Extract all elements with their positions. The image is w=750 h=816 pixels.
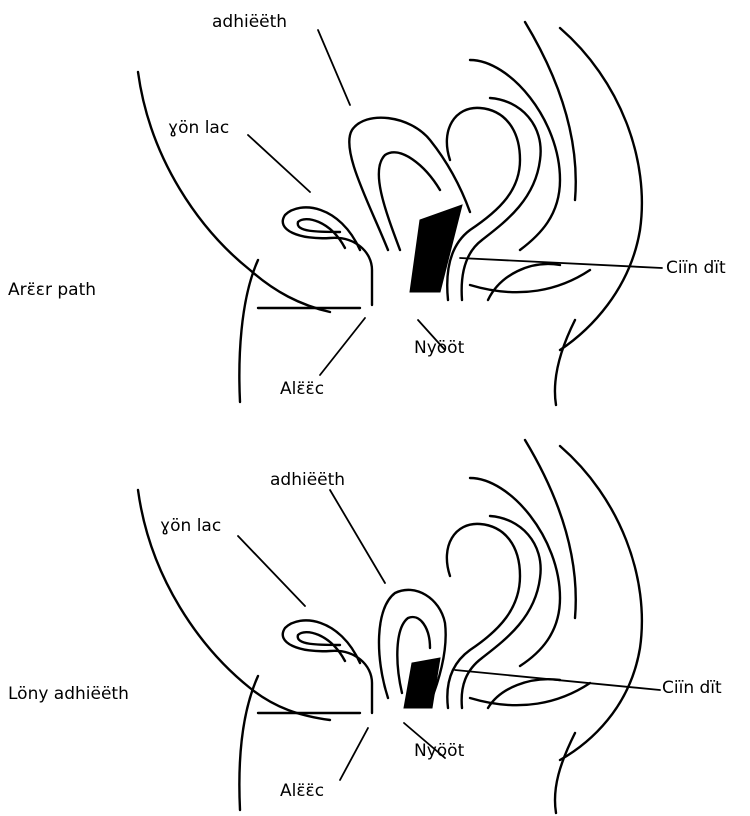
vaginal-canal xyxy=(404,658,440,708)
bottom-bladder-label: ɣön lac xyxy=(160,518,221,535)
buttock-outline xyxy=(470,683,590,705)
bottom-rectum-label: Ciïn dït xyxy=(662,680,722,697)
uterus-leader-line xyxy=(330,490,385,583)
top-uterus-label: adhiëëth xyxy=(212,14,287,31)
uterus-leader-line xyxy=(318,30,350,105)
bladder-outline xyxy=(283,620,372,713)
posterior-body-outline xyxy=(560,28,642,350)
rectum-inner xyxy=(462,98,541,300)
thigh-outline-left xyxy=(239,676,258,810)
spine-curve-inner xyxy=(525,22,576,200)
prolapse-anatomy-diagram xyxy=(0,408,750,816)
bottom-vagina-label: Nyööt xyxy=(414,743,464,760)
urethra-leader-line xyxy=(340,728,368,780)
bladder-inner xyxy=(298,219,345,248)
rectum-outer xyxy=(447,524,520,708)
thigh-outline-right xyxy=(555,320,575,405)
buttock-outline xyxy=(470,270,590,292)
bladder-outline xyxy=(283,207,372,305)
anal-canal xyxy=(488,264,560,300)
top-rectum-label: Ciïn dït xyxy=(666,260,726,277)
bladder-leader-line xyxy=(238,536,305,606)
bottom-panel-title: Löny adhiëëth xyxy=(8,686,129,703)
posterior-body-outline xyxy=(560,446,642,760)
normal-anatomy-diagram xyxy=(0,0,750,408)
rectum-inner xyxy=(462,516,541,708)
bladder-leader-line xyxy=(248,135,310,192)
urethra-leader-line xyxy=(320,318,365,375)
bottom-uterus-label: adhiëëth xyxy=(270,472,345,489)
colon-loop xyxy=(470,478,560,666)
bladder-inner xyxy=(298,632,345,661)
spine-curve-inner xyxy=(525,440,576,618)
thigh-outline-right xyxy=(555,733,575,813)
rectum-leader-line xyxy=(455,670,660,690)
top-bladder-label: ɣön lac xyxy=(168,120,229,137)
thigh-outline-left xyxy=(239,260,258,402)
top-vagina-label: Nyööt xyxy=(414,340,464,357)
bottom-urethra-label: Alɛ̈ɛ̈c xyxy=(280,783,324,800)
rectum-outer xyxy=(447,108,520,300)
abdomen-wall-outline xyxy=(138,72,330,312)
top-urethra-label: Alɛ̈ɛ̈c xyxy=(280,381,324,398)
top-panel-title: Arɛ̈ɛr path xyxy=(8,282,96,299)
